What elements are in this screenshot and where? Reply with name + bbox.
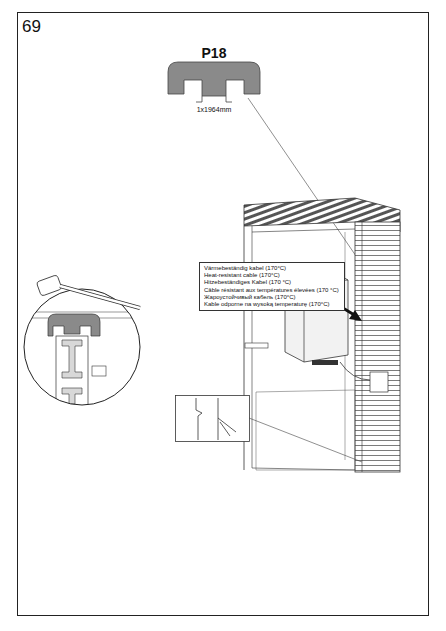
callout-text: Heat-resistant cable (170°C) bbox=[204, 272, 340, 279]
callout-text: Värmebeständig kabel (170°C) bbox=[204, 265, 340, 272]
drawing-stroke bbox=[24, 289, 140, 405]
page-number: 69 bbox=[22, 18, 41, 35]
profile-part bbox=[168, 62, 356, 256]
drawing-stroke bbox=[18, 13, 429, 616]
callout-text: Kable odporne na wysoką temperaturę (170… bbox=[204, 301, 340, 308]
drawing-stroke bbox=[252, 468, 355, 470]
drawing-stroke bbox=[62, 388, 82, 404]
drawing-stroke bbox=[36, 275, 62, 297]
drawing-stroke bbox=[48, 314, 100, 336]
mallet bbox=[36, 275, 140, 308]
callout-text: Жароустойчивый кабель (170°C) bbox=[204, 294, 340, 301]
drawing-stroke bbox=[256, 390, 355, 470]
drawing-stroke bbox=[196, 96, 232, 102]
drawing-stroke bbox=[60, 286, 140, 308]
callout-box: Värmebeständig kabel (170°C)Heat-resista… bbox=[199, 262, 345, 311]
callout-text: Câble résistant aux températures élevées… bbox=[204, 287, 340, 294]
drawing-stroke bbox=[370, 372, 388, 392]
drawing-stroke bbox=[168, 62, 260, 96]
drawing-stroke bbox=[248, 98, 356, 256]
drawing-stroke bbox=[56, 336, 88, 408]
drawing-stroke bbox=[349, 310, 362, 321]
drawing-stroke bbox=[249, 418, 362, 462]
part-number: P18 bbox=[202, 46, 227, 60]
drawing-stroke bbox=[312, 360, 338, 365]
drawing-stroke bbox=[62, 340, 82, 378]
drawing-stroke bbox=[362, 222, 363, 472]
drawing-stroke bbox=[176, 396, 250, 442]
drawing-stroke bbox=[60, 286, 140, 308]
drawing-stroke bbox=[20, 285, 145, 410]
part-dimension: 1x1964mm bbox=[197, 106, 232, 113]
drawing-stroke bbox=[92, 366, 106, 376]
page-frame bbox=[18, 13, 429, 616]
drawing-stroke bbox=[20, 285, 145, 410]
detail-circle bbox=[20, 285, 145, 410]
drawing-stroke bbox=[355, 222, 400, 472]
callout-text: Hitzebeständiges Kabel (170 °C) bbox=[204, 279, 340, 286]
drawing-stroke bbox=[20, 312, 145, 313]
sauna-cabin bbox=[244, 198, 400, 472]
drawing-stroke bbox=[252, 229, 355, 232]
cable-detail-inset bbox=[176, 396, 363, 463]
drawing-stroke bbox=[245, 343, 268, 348]
drawing-stroke bbox=[218, 398, 236, 440]
drawing-stroke bbox=[196, 398, 202, 440]
